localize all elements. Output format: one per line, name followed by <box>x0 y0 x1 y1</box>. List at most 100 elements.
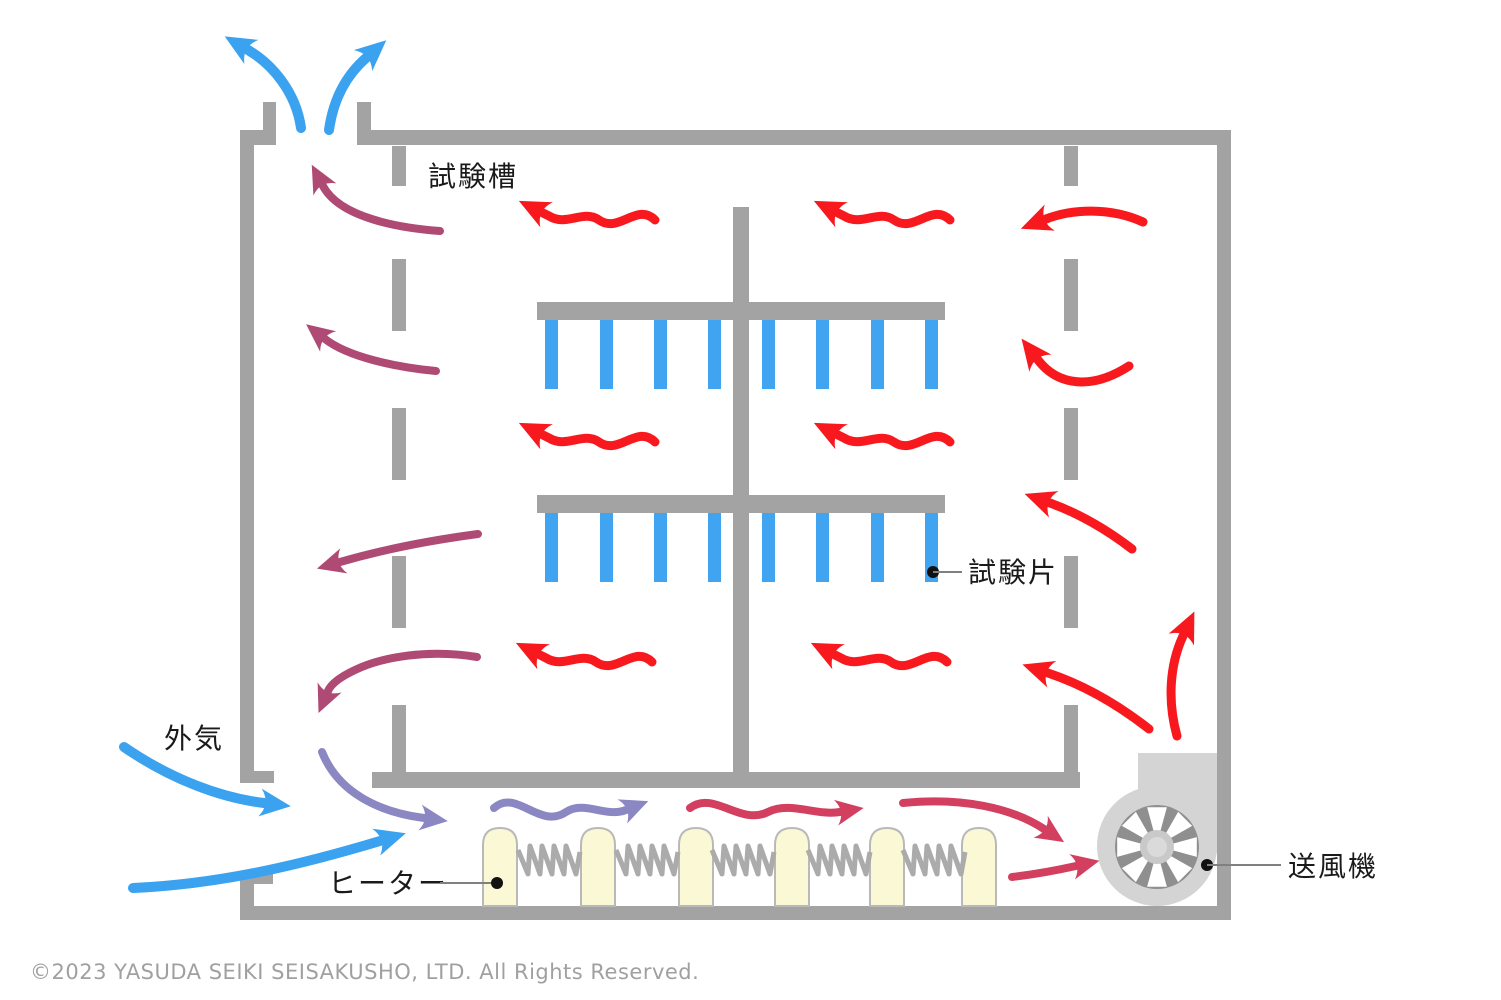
baffle-segment <box>1064 556 1078 628</box>
outside-air-arrows <box>119 36 406 893</box>
return-flow-arrows <box>306 164 482 714</box>
heated-arrow-short <box>1008 854 1100 881</box>
floor-bar <box>372 772 1080 788</box>
heater-post <box>774 826 810 907</box>
heater-post <box>678 826 714 907</box>
blower-blade <box>1147 807 1167 832</box>
baffle-segment <box>392 705 406 772</box>
specimen-strip <box>600 513 613 582</box>
hot-air-wavy-arrow <box>540 655 652 666</box>
left-wall-upper-hook <box>240 771 274 783</box>
copyright-text: ©2023 YASUDA SEIKI SEISAKUSHO, LTD. All … <box>30 960 699 984</box>
baffle-segment <box>1064 705 1078 772</box>
heater-label: ヒーター <box>328 867 448 900</box>
heated-air-arrows <box>686 797 1100 881</box>
baffle-segment <box>392 146 406 186</box>
baffle-segment <box>392 556 406 628</box>
heater-coil <box>712 846 774 874</box>
heater-coil <box>808 846 870 874</box>
blower-blade <box>1147 862 1167 887</box>
chamber-floor <box>372 772 1080 788</box>
bottom-wall <box>240 906 1231 920</box>
blower-blade <box>1165 855 1193 883</box>
labels: 試験槽 試験片 ヒーター 外気 送風機 ©2023 YASUDA SEIKI S… <box>30 160 1378 984</box>
hot-air-arrow-blower-up <box>1166 611 1195 741</box>
baffle-segment <box>1064 408 1078 480</box>
blower <box>1097 753 1217 906</box>
specimen-strip <box>600 320 613 389</box>
specimen-rack-lower <box>537 495 945 582</box>
baffle-segment <box>1064 259 1078 331</box>
hot-air-arrow-right-mid <box>1021 338 1134 387</box>
hot-air-wavy-arrow <box>835 655 947 666</box>
specimen-rack-upper <box>537 302 945 389</box>
chamber-label: 試験槽 <box>428 160 518 193</box>
return-arrow-2 <box>306 324 440 375</box>
specimen-strip <box>762 513 775 582</box>
heater-coil <box>616 846 678 874</box>
outside-air-label: 外気 <box>164 722 224 755</box>
mixing-arrow-wavy <box>490 798 649 824</box>
vent-chimney-left <box>263 102 276 132</box>
return-arrow-1 <box>311 164 444 235</box>
heater-post <box>869 826 905 907</box>
vent-chimney-right <box>357 102 371 132</box>
heater-bank <box>482 826 997 907</box>
heated-arrow-to-blower <box>899 797 1065 843</box>
rack-bar <box>537 302 945 320</box>
heater-coil <box>518 846 580 874</box>
specimen-strip <box>545 320 558 389</box>
left-baffle-dashed <box>392 146 406 772</box>
specimen-strip <box>708 513 721 582</box>
left-wall-upper <box>240 130 254 783</box>
hot-air-circulation-arrows <box>540 204 1195 741</box>
heater-coil <box>903 846 965 874</box>
specimen-label: 試験片 <box>968 556 1058 589</box>
hot-air-arrow-right-lower <box>1024 491 1137 554</box>
specimen-strip <box>545 513 558 582</box>
specimen-strip <box>654 513 667 582</box>
hot-air-wavy-arrow <box>838 213 950 224</box>
blower-label: 送風機 <box>1288 850 1378 883</box>
exhaust-arrow-right <box>324 40 387 135</box>
chamber-outer-wall <box>240 102 1231 920</box>
mixing-arrow-downflow <box>318 748 448 831</box>
heater-leader-dot <box>491 877 503 889</box>
top-wall <box>357 130 1231 145</box>
right-baffle-dashed <box>1064 146 1078 772</box>
blower-blades <box>1117 807 1197 887</box>
blower-blade <box>1121 811 1149 839</box>
baffle-segment <box>392 408 406 480</box>
blower-blade <box>1172 837 1197 857</box>
hot-air-arrow-blower-left <box>1022 660 1154 734</box>
heater-post <box>961 826 997 907</box>
right-wall <box>1217 130 1231 920</box>
specimen-strip <box>708 320 721 389</box>
specimen-strip <box>816 513 829 582</box>
hot-air-wavy-arrow <box>838 435 950 446</box>
hot-air-arrow-right-top <box>1020 204 1148 231</box>
heated-arrow-wavy <box>686 798 864 826</box>
heater-post <box>580 826 616 907</box>
return-arrow-3 <box>316 530 482 574</box>
intake-arrow-upper <box>119 742 291 817</box>
blower-hub-center <box>1147 837 1167 857</box>
specimen-strip <box>871 513 884 582</box>
exhaust-arrow-left <box>224 36 306 133</box>
center-hanger-pole <box>733 207 749 772</box>
baffle-segment <box>1064 146 1078 186</box>
specimen-strip <box>654 320 667 389</box>
specimen-strip <box>762 320 775 389</box>
blower-blade <box>1117 837 1142 857</box>
hot-air-wavy-arrow <box>543 435 655 446</box>
baffle-segment <box>392 259 406 331</box>
specimen-strip <box>925 513 938 582</box>
return-arrow-4 <box>317 649 481 714</box>
specimen-strip <box>816 320 829 389</box>
hot-air-wavy-arrow <box>543 213 655 224</box>
heater-post <box>482 826 518 907</box>
specimen-strip <box>871 320 884 389</box>
rack-bar <box>537 495 945 513</box>
